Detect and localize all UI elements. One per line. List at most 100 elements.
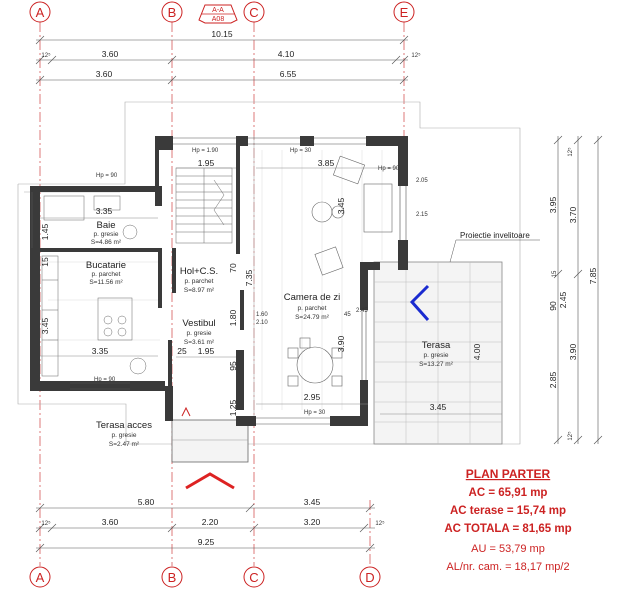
windows (31, 137, 407, 425)
dim-interior: 95 (228, 361, 238, 371)
axis-label: E (400, 5, 409, 20)
dim-interior: 1.60 (256, 312, 268, 318)
axis-label: C (249, 5, 258, 20)
axis-label: B (168, 570, 177, 585)
opening-height: Hp = 90 (96, 173, 118, 179)
dim-interior: 15 (40, 257, 50, 267)
summary-al-ratio: AL/nr. cam. = 18,17 mp/2 (446, 561, 569, 573)
dim-interior: 25 (177, 346, 187, 356)
svg-text:p. parchet: p. parchet (92, 271, 121, 278)
dim-interior: 3.85 (318, 158, 335, 168)
dim-bottom-row2: 3.20 (304, 517, 321, 527)
room-label-hol: Hol+C.S. p. parchet S=8.97 m² (180, 266, 218, 294)
dim-overall-bottom: 9.25 (198, 537, 215, 547)
dim-interior: 3.90 (336, 335, 346, 352)
svg-text:Bucatarie: Bucatarie (86, 260, 126, 271)
dim-bottom-row1: 5.80 (138, 497, 155, 507)
section-cut-mark (181, 406, 191, 417)
axis-bubble-top-b: B (161, 1, 183, 23)
svg-text:S=24.79 m²: S=24.79 m² (295, 314, 330, 321)
svg-text:p. gresie: p. gresie (424, 352, 449, 359)
dim-top-row2: 12⁵ (411, 52, 421, 59)
svg-text:S=2.47 m²: S=2.47 m² (109, 441, 140, 448)
dim-right: 90 (548, 301, 558, 311)
room-label-camera-de-zi: Camera de zi p. parchet S=24.79 m² (284, 292, 341, 321)
staircase (175, 167, 233, 244)
dim-interior: 2.05 (416, 178, 428, 184)
dim-right: 3.90 (568, 343, 578, 360)
dim-interior: 45 (344, 312, 351, 318)
axis-label: B (168, 5, 177, 20)
dim-interior: 1.25 (228, 399, 238, 416)
dim-right: 12⁵ (567, 431, 574, 441)
dim-interior: 1.80 (228, 309, 238, 326)
svg-text:Baie: Baie (96, 220, 115, 231)
dimension-lines-top (35, 35, 409, 85)
axis-bubble-bottom-d: D (359, 566, 381, 588)
dim-top-row2: 12⁵ (41, 52, 51, 59)
dim-interior: 1.95 (198, 346, 215, 356)
svg-text:Terasa: Terasa (422, 340, 451, 351)
dim-interior: 3.35 (96, 206, 113, 216)
summary-ac-terase: AC terase = 15,74 mp (450, 505, 566, 517)
axis-label: A (36, 570, 45, 585)
dim-top-row3: 3.60 (96, 69, 113, 79)
svg-text:S=3.61 m²: S=3.61 m² (184, 339, 215, 346)
dim-bottom-row1: 3.45 (304, 497, 321, 507)
dim-bottom-row2: 2.20 (202, 517, 219, 527)
entrance-terrace-area (171, 419, 249, 463)
opening-height: Hp = 30 (290, 148, 312, 154)
svg-text:S=4.86 m²: S=4.86 m² (91, 239, 122, 246)
axis-grid (39, 22, 405, 566)
section-mark-label: A-A (212, 7, 224, 14)
dim-right: 7.85 (588, 267, 598, 284)
dimension-lines-right (553, 135, 603, 445)
interior-dim-lines (40, 167, 502, 415)
dim-interior: 3.35 (92, 346, 109, 356)
room-label-bucatarie: Bucatarie p. parchet S=11.56 m² (86, 260, 126, 286)
dim-right: 2.85 (548, 371, 558, 388)
summary-title: PLAN PARTER (466, 467, 551, 481)
dim-bottom-row2: 12⁵ (375, 520, 385, 527)
dim-interior: 7.35 (244, 269, 254, 286)
dim-interior: 2.15 (416, 212, 428, 218)
dimension-lines-bottom (35, 503, 375, 553)
dim-interior: 2.10 (256, 320, 268, 326)
axis-bubble-top-c: C (243, 1, 265, 23)
summary-ac: AC = 65,91 mp (469, 487, 548, 499)
dim-interior: 70 (228, 263, 238, 273)
svg-text:p. parchet: p. parchet (298, 305, 327, 312)
axis-bubble-bottom-b: B (161, 566, 183, 588)
opening-height: Hp = 30 (304, 410, 326, 416)
roof-note-leader (449, 239, 457, 263)
opening-height: Hp = 1.90 (192, 148, 219, 154)
dim-bottom-row2: 3.60 (102, 517, 119, 527)
kitchen-furniture (41, 255, 147, 377)
section-view-arrow (409, 284, 430, 321)
dim-interior: 2.95 (304, 392, 321, 402)
bathroom-fixtures (43, 195, 138, 240)
svg-text:p. gresie: p. gresie (94, 231, 119, 238)
summary-au: AU = 53,79 mp (471, 543, 545, 555)
dim-bottom-row2: 12⁵ (41, 520, 51, 527)
axis-bubble-top-e: E (393, 1, 415, 23)
dim-right: 3.70 (568, 206, 578, 223)
area-summary: PLAN PARTER AC = 65,91 mp AC terase = 15… (444, 467, 571, 573)
room-label-terasa-acces: Terasa acces p. gresie S=2.47 m² (96, 420, 152, 448)
axis-label: D (365, 570, 374, 585)
axis-bubble-bottom-a: A (29, 566, 51, 588)
dim-interior: 3.45 (40, 317, 50, 334)
axis-bubble-top-a: A (29, 1, 51, 23)
svg-text:Terasa acces: Terasa acces (96, 420, 152, 431)
dim-right: 15 (552, 270, 558, 277)
dim-interior: 3.45 (336, 197, 346, 214)
room-label-baie: Baie p. gresie S=4.86 m² (91, 220, 122, 246)
room-label-vestibul: Vestibul p. gresie S=3.61 m² (182, 318, 215, 346)
dim-interior: 2.45 (356, 308, 368, 314)
opening-height: Hp = 90 (378, 166, 400, 172)
entry-arrow (185, 472, 235, 490)
svg-text:Hol+C.S.: Hol+C.S. (180, 266, 218, 277)
section-mark-top: A-A A08 (198, 4, 238, 24)
dim-interior: 1.45 (40, 223, 50, 240)
